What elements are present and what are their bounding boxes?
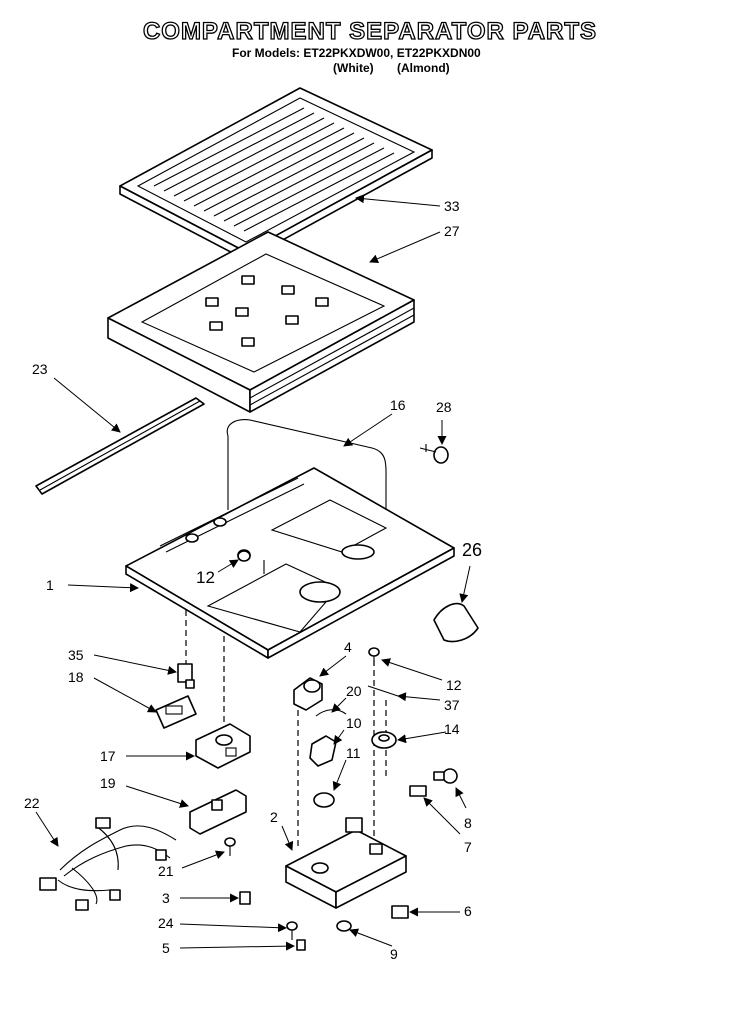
callout-5: 5 [162,940,170,956]
part-4-body [293,677,323,711]
models-line: For Models: ET22PKXDW00, ET22PKXDN00 [232,46,481,60]
callout-11: 11 [346,745,361,761]
callout-35: 35 [68,647,84,663]
part-27-frame [107,231,415,413]
callout-6: 6 [464,903,472,919]
callout-21: 21 [158,863,174,879]
part-22-harness [39,817,177,911]
part-1-separator [125,467,455,659]
callout-24: 24 [158,915,174,931]
part-26-shield [433,602,479,643]
part-14-damper [371,731,397,749]
part-12-screw-left [237,550,251,562]
part-35-clip [177,663,195,689]
callout-12-left: 12 [196,568,215,587]
callout-16: 16 [390,397,406,413]
callout-7: 7 [464,839,472,855]
part-7-socket [409,785,427,797]
callout-1: 1 [46,577,54,593]
part-5-fastener [296,939,306,951]
part-23-trim-strip [35,397,205,495]
part-28-knob [419,444,449,464]
callout-17: 17 [100,748,116,764]
callout-22: 22 [24,795,40,811]
callout-20: 20 [346,683,362,699]
part-10-switch [309,735,337,767]
part-11-knob [313,792,335,808]
part-33-grille [119,87,433,261]
variant-white: (White) [333,61,374,75]
callout-3: 3 [162,890,170,906]
part-3-clip [239,891,251,905]
part-6-connector [391,905,409,919]
part-9-grommet [336,920,352,932]
part-24-screw [286,921,298,940]
callout-4: 4 [344,639,352,655]
callout-12-right: 12 [446,677,462,693]
part-19-bracket [189,789,247,835]
callout-28: 28 [436,399,452,415]
callout-23: 23 [32,361,48,377]
callout-14: 14 [444,721,460,737]
part-37-spring [367,685,399,697]
callout-33: 33 [444,198,460,214]
callout-9: 9 [390,946,398,962]
callout-18: 18 [68,669,84,685]
callout-8: 8 [464,815,472,831]
callout-27: 27 [444,223,460,239]
page-title: COMPARTMENT SEPARATOR PARTS [142,17,598,45]
callout-10: 10 [346,715,362,731]
part-12-screw-right [368,647,380,666]
part-16-wire [226,419,387,582]
part-17-housing [195,723,251,769]
callout-26: 26 [462,540,482,560]
part-18-cover [155,695,197,729]
callout-19: 19 [100,775,116,791]
callout-2: 2 [270,809,278,825]
callout-37: 37 [444,697,460,713]
part-21-screw [224,837,236,856]
part-20-tube [315,709,347,717]
leader-lines [35,194,471,951]
part-8-lamp [433,768,458,784]
callout-labels: 33 27 23 16 28 26 1 12 35 18 4 20 12 37 … [24,198,482,962]
variant-almond: (Almond) [397,61,450,75]
part-2-base [285,817,407,909]
